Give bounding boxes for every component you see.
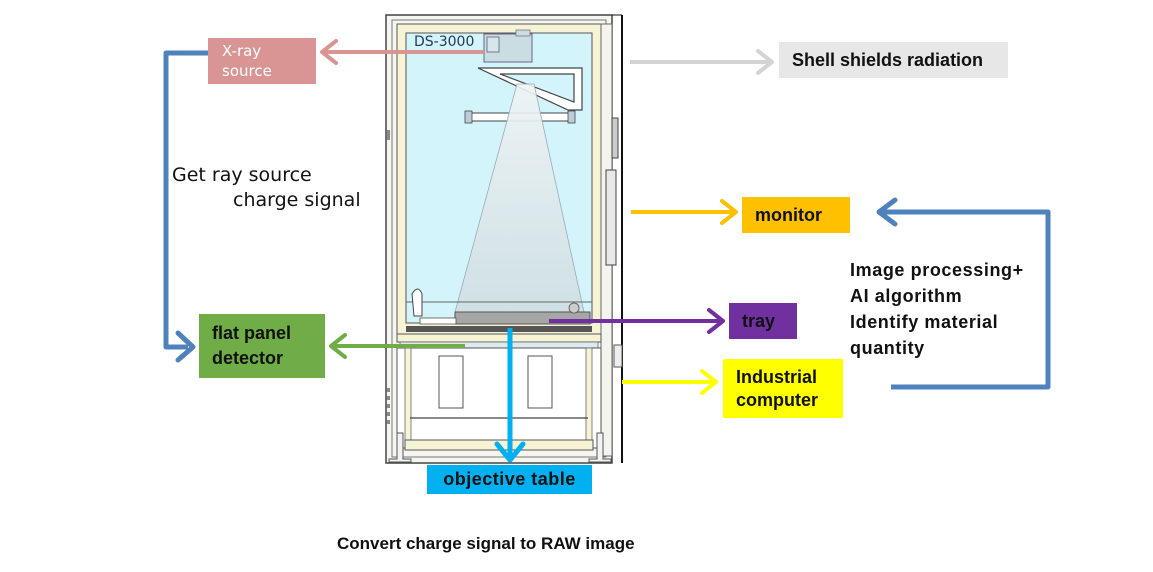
label-xray-source-line2: source [222, 62, 272, 80]
label-monitor: monitor [742, 197, 850, 233]
flow-arrow-left [163, 50, 208, 363]
label-flat-panel-line1: flat panel [212, 323, 292, 343]
annotation-processing-line: AI algorithm [850, 286, 963, 306]
label-flat-panel-detector: flat panel detector [199, 314, 325, 378]
lower-compartment [396, 347, 602, 449]
arrow-shell [630, 49, 774, 75]
tray-handle [411, 288, 423, 317]
label-industrial-computer: Industrial computer [723, 359, 843, 418]
annotation-processing-line: Image processing+ [850, 260, 1024, 280]
annotation-processing-line: quantity [850, 338, 925, 358]
annotation-get-ray-signal: Get ray source charge signal [172, 163, 361, 213]
annotation-get-ray-line1: Get ray source [172, 164, 312, 186]
label-shell: Shell shields radiation [779, 42, 1008, 78]
arrow-industrial-computer [622, 369, 718, 395]
label-flat-panel-line2: detector [212, 348, 284, 368]
label-industrial-computer-line2: computer [736, 390, 819, 410]
arrow-tray [549, 308, 725, 334]
label-xray-source: X-ray source [208, 38, 316, 84]
annotation-convert-raw: Convert charge signal to RAW image [337, 534, 635, 553]
monitor-mount [605, 169, 617, 266]
arrow-monitor [631, 199, 738, 225]
annotation-get-ray-line2: charge signal [233, 189, 361, 211]
flow-arrow-right [876, 197, 1051, 390]
arrow-flat-panel-detector [329, 333, 465, 359]
cabinet-foot-left [388, 432, 412, 463]
machine-model-label: DS-3000 [414, 34, 475, 50]
arrow-xray-source [320, 39, 484, 65]
label-objective-table: objective table [427, 465, 592, 494]
label-tray: tray [729, 303, 797, 339]
label-industrial-computer-line1: Industrial [736, 367, 818, 387]
cabinet-foot-right [588, 432, 612, 463]
annotation-processing-line: Identify material [850, 312, 999, 332]
machine-cabinet [385, 14, 623, 464]
annotation-processing: Image processing+ AI algorithm Identify … [850, 257, 1024, 361]
arrow-objective-table [494, 328, 526, 463]
label-xray-source-line1: X-ray [222, 42, 262, 60]
computer-port [613, 344, 623, 368]
